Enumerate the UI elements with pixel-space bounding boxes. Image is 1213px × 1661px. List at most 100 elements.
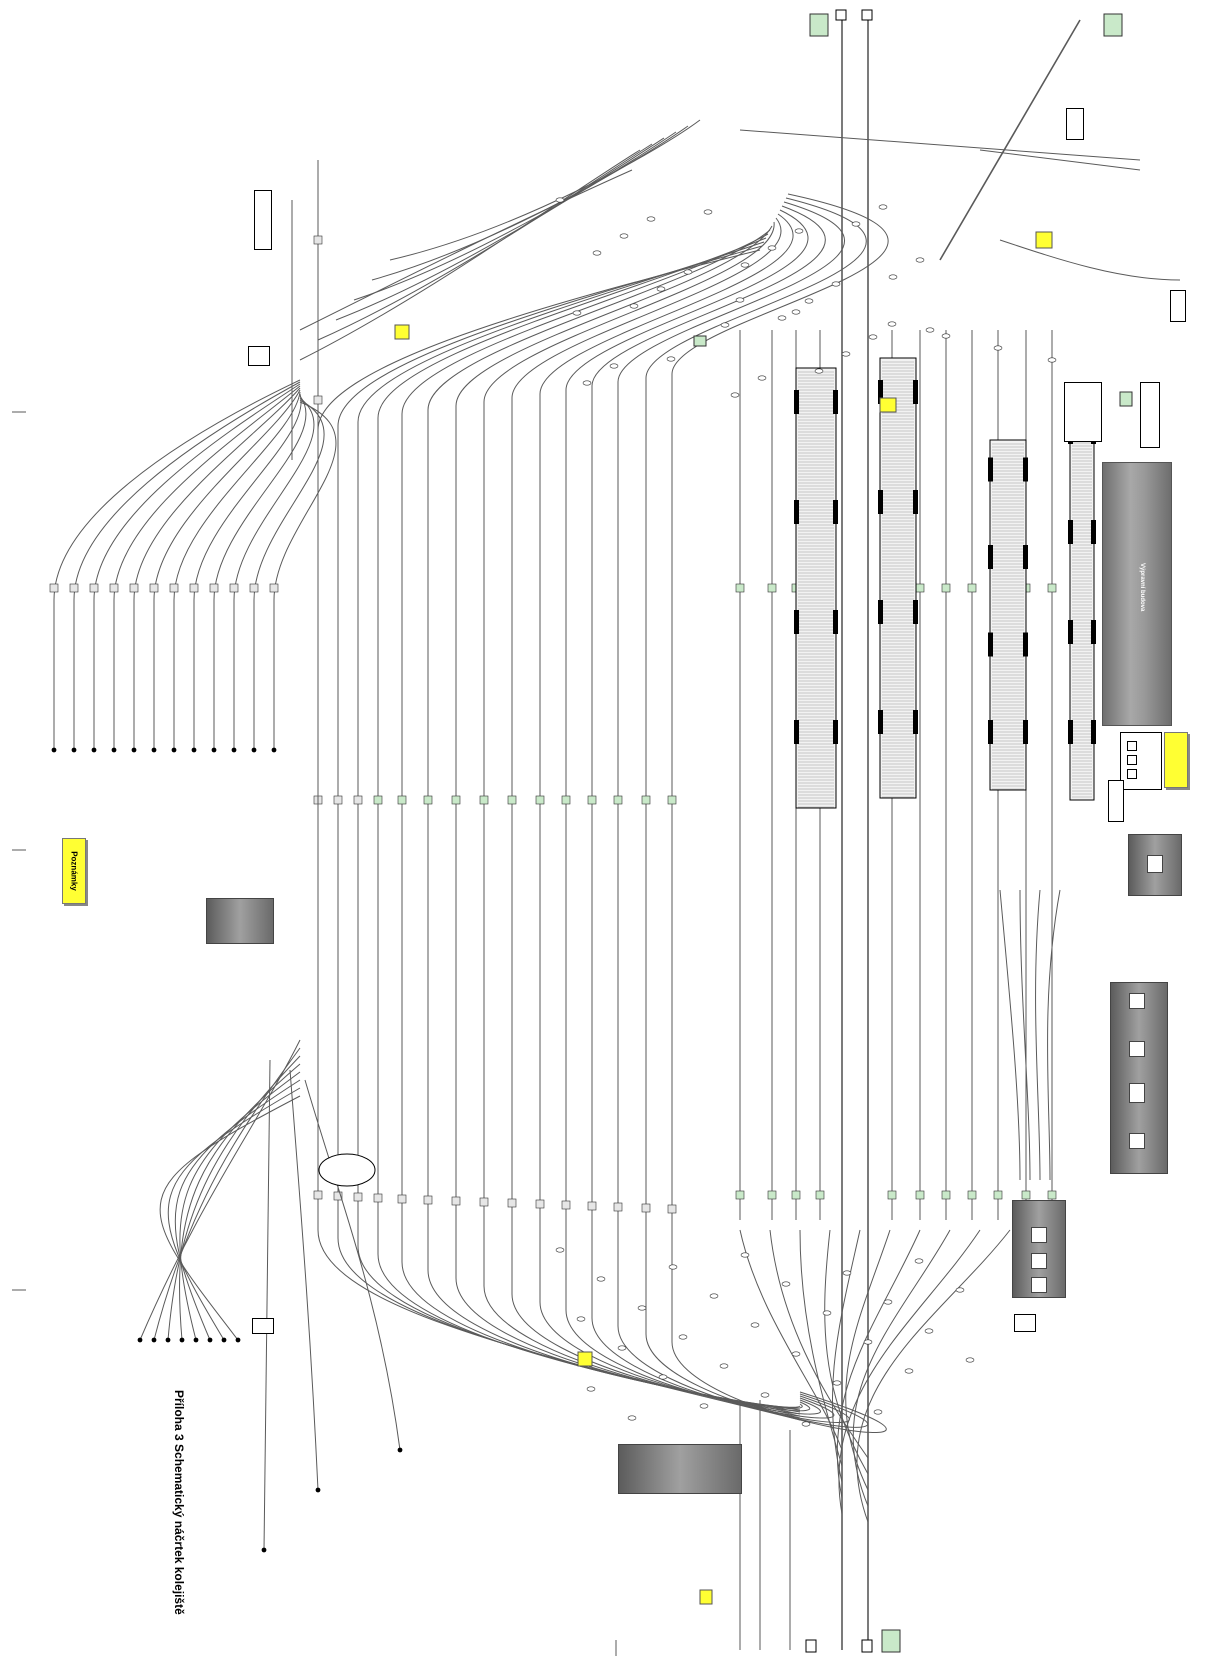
track-end-buffer [261, 1547, 267, 1553]
platform-pillar [878, 710, 883, 734]
signal-marker [967, 583, 977, 593]
platform-pillar [988, 457, 993, 482]
siding-curve [93, 383, 301, 601]
gray-box-bottom-right [1012, 1200, 1066, 1298]
building-icon [1120, 732, 1162, 790]
signal-marker [423, 795, 433, 805]
gray-box-tag [1031, 1227, 1047, 1243]
platform-pillar [794, 390, 799, 414]
track-end-buffer [111, 747, 117, 753]
signal-marker [333, 795, 343, 805]
signal-marker [397, 1194, 407, 1204]
signal-marker [353, 795, 363, 805]
gray-box-right-large [1110, 982, 1168, 1174]
switch-marker [668, 1264, 678, 1270]
switch-marker [658, 1374, 668, 1380]
connecting-curve [371, 125, 689, 281]
platform-pillar [794, 610, 799, 634]
throat-curve-bottom [645, 1333, 869, 1428]
legend-label: Poznámky [69, 851, 79, 891]
switch-marker [703, 209, 713, 215]
track-end-block [805, 1639, 817, 1653]
signal-marker [373, 795, 383, 805]
platform-pillar [878, 490, 883, 514]
signal-marker [887, 1190, 897, 1200]
gray-box-tag [1031, 1253, 1047, 1269]
siding [289, 1069, 319, 1491]
switch-marker [801, 1421, 811, 1427]
switch-marker [851, 221, 861, 227]
track-end-buffer [151, 1337, 157, 1343]
station-hall: Výpravní budova [1102, 462, 1172, 726]
platform-pillar [1023, 545, 1028, 569]
platform-pillar [913, 380, 918, 404]
throat-curve-bottom-right [831, 1229, 861, 1483]
throat-curve-top [401, 233, 769, 415]
station-box [1108, 780, 1124, 822]
signal-marker [587, 795, 597, 805]
switch-marker [760, 1392, 770, 1398]
switch-marker [656, 286, 666, 292]
signal-marker [1047, 583, 1057, 593]
signal-marker [353, 1192, 363, 1202]
throat-curve-bottom-right [799, 1229, 843, 1467]
throat-curve-bottom-right [836, 1229, 921, 1499]
signal-marker [249, 583, 259, 593]
signal-marker [587, 1201, 597, 1211]
switch-marker [683, 269, 693, 275]
gray-box-tag [1031, 1277, 1047, 1293]
signal-marker [451, 1196, 461, 1206]
signal-marker [791, 1190, 801, 1200]
signal-marker [613, 795, 623, 805]
signal-marker [89, 583, 99, 593]
platform-pillar [988, 545, 993, 569]
siding [263, 1059, 271, 1551]
signal-marker [767, 1190, 777, 1200]
switch-marker [831, 281, 841, 287]
switch-marker [576, 1316, 586, 1322]
siding-right [1035, 889, 1041, 1181]
throat-curve-bottom [511, 1293, 803, 1409]
station-box [1140, 382, 1160, 448]
throat-curve-bottom-right [769, 1229, 869, 1459]
siding-right [1047, 889, 1061, 1181]
throat-curve-bottom-right [824, 1229, 869, 1475]
switch-marker [740, 262, 750, 268]
yellow-tag [394, 324, 410, 340]
throat-curve-bottom [671, 1341, 887, 1433]
switch-marker [791, 309, 801, 315]
switch-marker [887, 321, 897, 327]
yellow-tag [699, 1589, 713, 1605]
siding-curve [73, 381, 301, 601]
signal-marker [915, 1190, 925, 1200]
siding-curve [253, 399, 325, 601]
switch-marker [719, 1363, 729, 1369]
connecting-curve [335, 137, 665, 321]
signal-marker [641, 795, 651, 805]
track-end-block [861, 9, 873, 21]
track-end-buffer [211, 747, 217, 753]
siding-curve [153, 389, 301, 601]
green-end-tag [809, 13, 829, 37]
throat-curve-top [645, 197, 867, 379]
signal-marker [941, 1190, 951, 1200]
siding-curve [233, 397, 315, 601]
switch-marker [709, 1293, 719, 1299]
track-end-buffer [165, 1337, 171, 1343]
legend-box[interactable]: Poznámky [62, 838, 86, 904]
track-end-buffer [151, 747, 157, 753]
signal-marker [507, 795, 517, 805]
signal-marker [535, 795, 545, 805]
track-end-buffer [221, 1337, 227, 1343]
gray-box-bottom-center [618, 1444, 742, 1494]
yellow-tag [879, 397, 897, 413]
platform [1069, 399, 1095, 801]
switch-marker [868, 334, 878, 340]
switch-marker [863, 1339, 873, 1345]
signal-marker [941, 583, 951, 593]
signal-marker [129, 583, 139, 593]
track-end-buffer [271, 747, 277, 753]
switch-marker [646, 216, 656, 222]
throat-curve-top [483, 221, 775, 403]
throat-curve-bottom [591, 1317, 835, 1419]
